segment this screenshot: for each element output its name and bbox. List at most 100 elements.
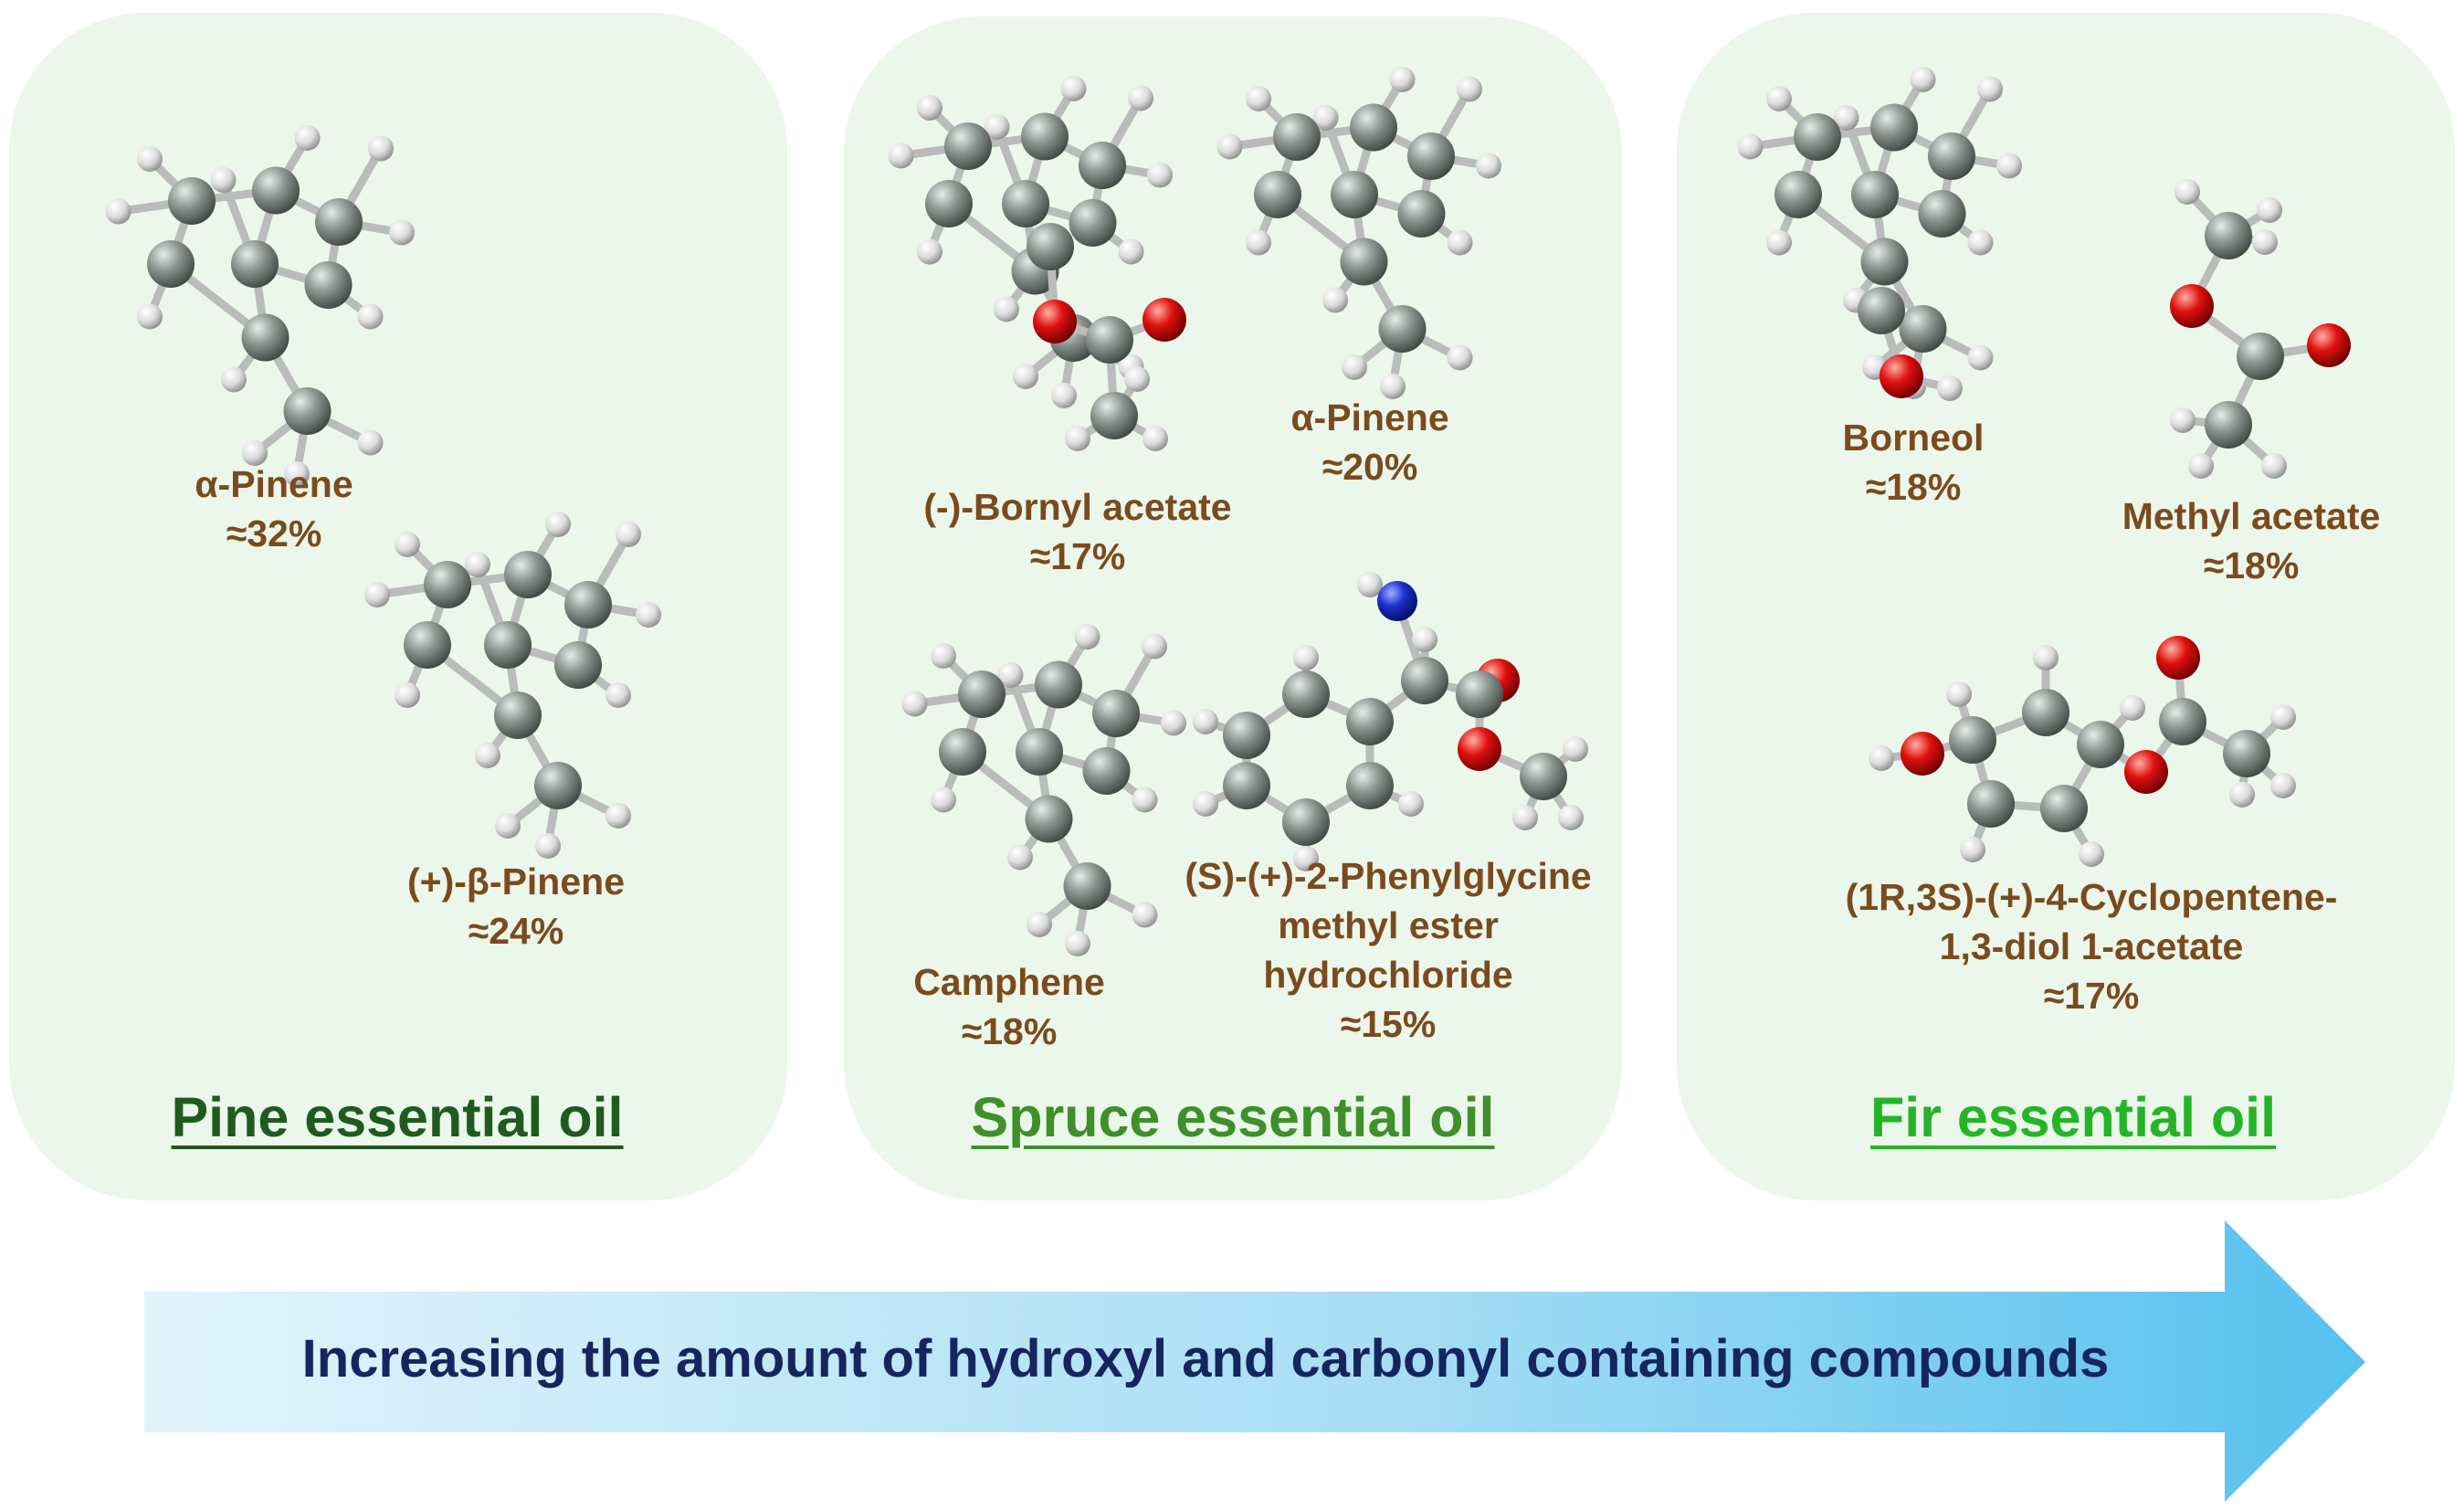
hydrogen-atom: [2079, 841, 2104, 867]
hydrogen-atom: [1558, 805, 1584, 830]
compound-name: (-)-Bornyl acetate: [923, 486, 1232, 528]
compound-percent: ≈17%: [2043, 975, 2140, 1017]
hydrogen-atom: [1074, 624, 1100, 649]
carbon-atom: [283, 387, 332, 435]
hydrogen-atom: [1342, 354, 1367, 380]
compound-label-cyclopentene-diol-acetate: (1R,3S)-(+)-4-Cyclopentene- 1,3-diol 1-a…: [1790, 872, 2393, 1020]
carbon-atom: [1858, 287, 1905, 334]
carbon-atom: [1378, 305, 1427, 353]
hydrogen-atom: [284, 461, 310, 487]
hydrogen-atom: [1132, 902, 1158, 928]
carbon-atom: [1520, 753, 1567, 800]
pine-panel-title: Pine essential oil: [171, 1086, 624, 1148]
carbon-atom: [1401, 657, 1448, 704]
oxygen-atom: [1901, 732, 1944, 776]
carbon-atom: [1928, 132, 1975, 180]
hydrogen-atom: [616, 522, 641, 547]
hydrogen-atom: [1132, 787, 1158, 813]
hydrogen-atom: [465, 552, 490, 577]
hydrogen-atom: [1398, 791, 1424, 817]
carbon-atom: [231, 240, 279, 288]
hydrogen-atom: [1147, 162, 1173, 188]
hydrogen-atom: [605, 682, 631, 708]
hydrogen-atom: [1833, 105, 1859, 131]
carbon-atom: [939, 728, 986, 776]
hydrogen-atom: [1293, 846, 1319, 871]
compound-name: Borneol: [1842, 417, 1985, 459]
carbon-atom: [2237, 333, 2284, 380]
borneol-model: [1737, 67, 2022, 399]
hydrogen-atom: [1412, 627, 1437, 652]
compound-percent: ≈15%: [1340, 1003, 1437, 1045]
carbon-atom: [1340, 238, 1388, 286]
carbon-atom: [1016, 728, 1063, 776]
carbon-atom: [2159, 698, 2206, 745]
hydrogen-atom: [2229, 782, 2255, 808]
phenylglycine-ester-model: [1193, 572, 1588, 871]
carbon-atom: [2205, 401, 2252, 449]
carbon-atom: [1223, 762, 1270, 809]
camphene-model: [901, 624, 1186, 956]
hydrogen-atom: [2270, 773, 2296, 798]
carbon-atom: [1949, 716, 1996, 764]
hydrogen-atom: [2033, 645, 2059, 671]
nitrogen-atom: [1377, 581, 1417, 621]
hydrogen-atom: [888, 143, 914, 169]
hydrogen-atom: [294, 125, 321, 151]
carbon-atom: [494, 692, 542, 739]
hydrogen-atom: [395, 682, 420, 708]
hydrogen-atom: [368, 135, 394, 162]
compound-name-line-2: methyl ester: [1278, 904, 1499, 946]
carbon-atom: [304, 261, 353, 309]
oxygen-atom: [2307, 323, 2351, 367]
compound-percent: ≈32%: [226, 512, 322, 554]
hydrogen-atom: [1027, 912, 1052, 937]
hydrogen-atom: [1910, 67, 1936, 92]
hydrogen-atom: [1007, 844, 1033, 871]
hydrogen-atom: [1967, 344, 1994, 371]
hydrogen-atom: [1013, 364, 1038, 389]
hydrogen-atom: [1447, 344, 1473, 371]
carbon-atom: [1346, 698, 1394, 745]
carbon-atom: [1082, 747, 1131, 795]
hydrogen-atom: [535, 833, 561, 859]
compound-label-borneol: Borneol ≈18%: [1785, 413, 2041, 512]
hydrogen-atom: [636, 602, 661, 628]
hydrogen-atom: [395, 532, 420, 557]
carbon-atom: [1079, 142, 1126, 189]
oxygen-atom: [1880, 354, 1923, 398]
arrow-caption: Increasing the amount of hydroxyl and ca…: [301, 1329, 2110, 1389]
oxygen-atom: [2156, 636, 2200, 680]
borneol-hydroxyl-model: [1858, 287, 1963, 401]
hydrogen-atom: [2174, 179, 2200, 205]
hydrogen-atom: [997, 662, 1024, 688]
beta-pinene-model: [364, 512, 661, 859]
compound-percent: ≈18%: [1865, 466, 1962, 508]
compound-name: (+)-β-Pinene: [406, 861, 625, 903]
compound-label-alpha-pinene-pine: α-Pinene ≈32%: [146, 459, 402, 558]
hydrogen-atom: [605, 803, 631, 829]
hydrogen-atom: [931, 787, 956, 813]
hydrogen-atom: [1246, 229, 1271, 256]
compound-percent: ≈18%: [961, 1010, 1058, 1052]
carbon-atom: [147, 240, 195, 288]
carbon-atom: [1899, 305, 1947, 353]
carbon-atom: [1870, 103, 1918, 152]
compound-name-line-1: (1R,3S)-(+)-4-Cyclopentene-: [1845, 876, 2338, 918]
oxygen-atom: [1033, 300, 1077, 343]
compound-percent: ≈24%: [468, 910, 564, 952]
carbon-atom: [1002, 180, 1049, 227]
carbon-atom: [484, 621, 532, 669]
hydrogen-atom: [1357, 572, 1383, 597]
hydrogen-atom: [1457, 76, 1482, 102]
carbon-atom: [2223, 730, 2270, 777]
compound-name-line-2: 1,3-diol 1-acetate: [1939, 925, 2244, 967]
hydrogen-atom: [917, 238, 942, 265]
compound-label-camphene: Camphene ≈18%: [877, 957, 1142, 1056]
hydrogen-atom: [1960, 837, 1985, 862]
oxygen-atom: [1458, 727, 1501, 771]
hydrogen-atom: [210, 167, 237, 193]
alpha-pinene-model-spruce: [1216, 67, 1501, 399]
arrow-shape: [144, 1220, 2365, 1502]
